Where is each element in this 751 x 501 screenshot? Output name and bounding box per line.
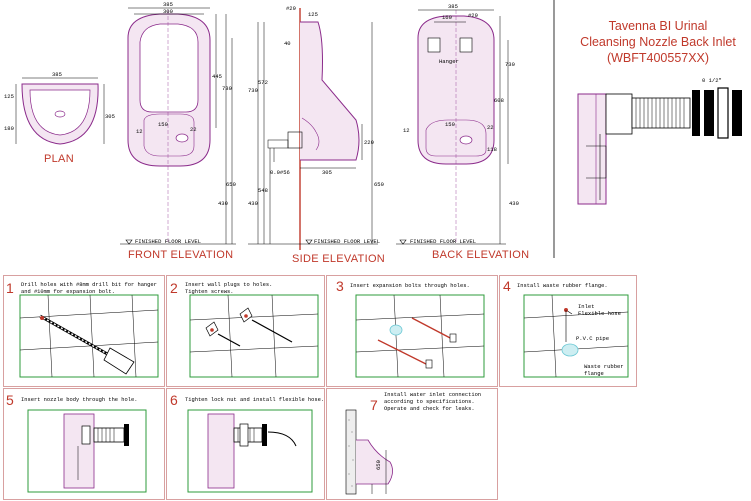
step-5-line-1: Insert nozzle body through the hole. [21,397,138,403]
step-3-number: 3 [336,278,344,294]
side-dim-top2: 125 [308,11,318,18]
step-7-panel [326,388,498,500]
front-elevation-caption: FRONT ELEVATION [128,249,234,261]
step-5-illustration [27,409,147,493]
step-4-instructions: Install waste rubber flange. [517,283,608,290]
back-dim-385: 385 [448,3,458,10]
drawing-title: Tavenna BI Urinal Cleansing Nozzle Back … [568,18,748,66]
step-6-panel [166,388,325,500]
step-4-number: 4 [503,278,511,294]
plan-dim-h1: 125 [4,93,14,100]
front-dim-h-top: 445 [212,73,222,80]
step4-label-hose: Flexible hose [578,310,621,317]
step4-label-pvc: P.V.C pipe [576,335,609,342]
front-dim-inlet: 150 [158,121,168,128]
step-4-illustration: Inlet Flexible hose P.V.C pipe Waste rub… [523,294,629,378]
side-dim-top1: #29 [286,5,296,12]
side-dim-base: 305 [322,169,332,176]
step7-dim-650: 650 [375,460,382,470]
nozzle-dim-size: 0 1/2" [702,77,722,84]
step-1-line-2: and #10mm for expansion bolt. [21,289,115,295]
step-4-line-1: Install waste rubber flange. [517,283,608,289]
front-dim-22: 22 [190,126,197,133]
side-dim-650: 650 [374,181,384,188]
back-dim-430: 430 [509,200,519,207]
front-dim-h-low: 430 [218,200,228,207]
step-6-number: 6 [170,392,178,408]
side-elevation: #29 125 40 572 730 220 0.0#56 305 650 54… [248,5,384,250]
back-label-hanger: Hanger [439,58,459,65]
back-dim-22: 22 [487,124,494,131]
step-3-instructions: Insert expansion bolts through holes. [350,283,470,290]
step-6-illustration [187,409,313,493]
step4-label-waste: Waste rubber [584,363,624,370]
step-2-line-1: Insert wall plugs to holes. [185,282,273,288]
front-floor-level-label: FINISHED FLOOR LEVEL [135,238,202,245]
step-2-instructions: Insert wall plugs to holes. Tighten scre… [185,282,272,296]
side-dim-pipe: 0.0#56 [270,169,290,176]
front-dim-h-floor: 650 [226,181,236,188]
side-elevation-caption: SIDE ELEVATION [292,253,386,265]
back-dim-118: 118 [487,146,497,153]
side-dim-730: 730 [248,87,258,94]
back-elevation-caption: BACK ELEVATION [432,249,530,261]
side-dim-40: 40 [284,40,291,47]
step-1-panel [3,275,165,387]
step4-label-flange: flange [584,370,604,377]
step-2-line-2: Tighten screws. [185,289,234,295]
front-elevation: 385 300 445 730 150 12 22 650 430 [120,1,236,245]
step4-label-inlet: Inlet [578,303,595,310]
side-floor-level-label: FINISHED FLOOR LEVEL [314,238,381,245]
back-dim-150: 150 [445,121,455,128]
back-dim-29: #29 [468,12,478,19]
plan-caption: PLAN [44,153,74,165]
nozzle-detail: 0 1/2" [577,77,742,205]
step-6-line-1: Tighten lock nut and install flexible ho… [185,397,325,403]
step-7-line-3: Operate and check for leaks. [384,406,475,412]
step-7-number: 7 [370,397,378,413]
step-1-line-1: Drill holes with #8mm drill bit for hang… [21,282,157,288]
step-6-instructions: Tighten lock nut and install flexible ho… [185,397,324,404]
step-1-illustration [19,294,159,378]
back-dim-608: 608 [494,97,504,104]
step-7-instructions: Install water inlet connection according… [384,392,481,413]
step-2-panel [166,275,325,387]
back-dim-730: 730 [505,61,515,68]
step-5-instructions: Insert nozzle body through the hole. [21,397,137,404]
front-dim-w1: 385 [163,1,173,8]
side-dim-548: 548 [258,187,268,194]
step-1-number: 1 [6,280,14,296]
step-7-line-2: according to specifications. [384,399,475,405]
step-2-number: 2 [170,280,178,296]
title-line-3: (WBFT400557XX) [606,51,710,65]
title-line-2: Cleansing Nozzle Back Inlet [580,35,736,49]
side-dim-572: 572 [258,79,268,86]
title-line-1: Tavenna BI Urinal [608,19,708,33]
step-1-instructions: Drill holes with #8mm drill bit for hang… [21,282,157,296]
back-dim-160: 160 [442,14,452,21]
step-5-number: 5 [6,392,14,408]
step-3-line-1: Insert expansion bolts through holes. [350,283,470,289]
step-7-illustration: 650 [345,409,393,495]
plan-view: 385 125 305 180 [4,71,115,145]
step-3-panel [326,275,498,387]
step-2-illustration [189,294,319,378]
step-4-panel [499,275,637,387]
plan-dim-h3: 180 [4,125,14,132]
front-dim-h-total: 730 [222,85,232,92]
back-elevation: 385 160 #29 Hanger 730 608 150 12 22 118… [396,3,519,245]
plan-dim-width: 385 [52,71,62,78]
step-3-illustration [355,294,485,378]
step-5-panel [3,388,165,500]
back-dim-12: 12 [403,127,410,134]
front-dim-w2: 300 [163,8,173,15]
step-7-line-1: Install water inlet connection [384,392,482,398]
side-dim-220: 220 [364,139,374,146]
back-floor-level-label: FINISHED FLOOR LEVEL [410,238,477,245]
front-dim-12: 12 [136,128,143,135]
side-dim-430: 430 [248,200,258,207]
plan-dim-h2: 305 [105,113,115,120]
